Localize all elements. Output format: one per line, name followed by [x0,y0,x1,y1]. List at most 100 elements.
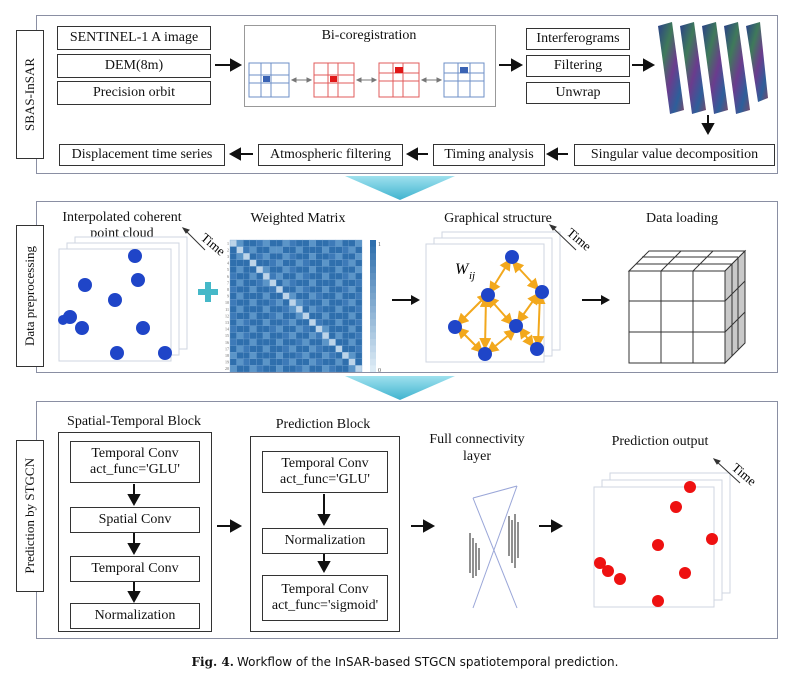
matrix-cell [256,292,264,300]
matrix-cell [243,358,250,366]
matrix-cell [335,246,343,254]
matrix-cell [348,286,356,293]
st-spatial-conv: Spatial Conv [70,507,200,533]
matrix-cell [295,299,303,307]
matrix-cell [262,319,270,326]
matrix-cell [229,345,237,353]
matrix-y-tick: 20 [225,366,229,371]
matrix-cell [342,279,349,287]
matrix-cell [342,272,349,280]
pointcloud-stack: Time [58,227,229,362]
bicoregistration-panel [244,25,496,107]
matrix-cell [328,358,336,366]
arrow-to-data-loading [582,295,610,305]
matrix-cell [269,272,277,280]
matrix-cell [249,358,257,366]
matrix-cell [269,259,277,267]
graph-node [505,250,519,264]
matrix-cell [328,352,336,359]
matrix-cell [269,338,277,346]
interferograms-box: Interferograms [526,28,630,50]
matrix-cell [328,305,336,313]
matrix-cell [249,338,257,346]
matrix-cell [315,319,323,326]
matrix-cell [289,292,297,300]
matrix-cell [302,345,310,353]
matrix-cell [243,239,250,247]
matrix-cell [335,345,343,353]
matrix-cell [289,279,297,287]
matrix-cell [322,338,330,346]
weighted-matrix-heatmap: 1011223344556677889910101111121213131414… [225,239,381,372]
matrix-cell [269,325,277,333]
matrix-cell [315,246,323,254]
matrix-cell [289,253,297,260]
matrix-cell [256,239,264,247]
matrix-cell [276,325,283,333]
matrix-cell [276,239,283,247]
matrix-cell [348,345,356,353]
matrix-cell [289,286,297,293]
matrix-cell [256,345,264,353]
matrix-cell [282,272,290,280]
matrix-cell [309,332,316,340]
matrix-cell [315,292,323,300]
matrix-cell [269,305,277,313]
bicoregistration-title: Bi-coregistration [321,28,417,43]
matrix-y-tick: 13 [225,320,229,325]
matrix-cell [328,292,336,300]
matrix-cell [236,319,244,326]
input-dem-box: DEM(8m) [57,54,211,78]
pointcloud-point [136,321,150,335]
matrix-cell [295,319,303,326]
matrix-cell [249,319,257,326]
matrix-cell [282,246,290,254]
matrix-cell [269,292,277,300]
colorbar-step [370,345,376,353]
matrix-cell [243,266,250,274]
matrix-cell [282,319,290,326]
matrix-cell [348,358,356,366]
matrix-cell [309,305,316,313]
matrix-cell [276,266,283,274]
matrix-cell [243,312,250,320]
matrix-cell [236,279,244,287]
matrix-cell [348,279,356,287]
matrix-cell [295,352,303,359]
matrix-cell [243,272,250,280]
matrix-cell [295,266,303,274]
matrix-cell [282,299,290,307]
matrix-cell [236,358,244,366]
matrix-cell [315,358,323,366]
graph-time-label: Time [564,225,590,254]
matrix-y-tick: 12 [225,313,229,318]
colorbar-step [370,332,376,340]
matrix-cell [309,319,316,326]
matrix-cell [348,246,356,254]
matrix-cell [249,299,257,307]
colorbar-step [370,306,376,314]
matrix-y-tick: 4 [227,261,229,266]
matrix-cell [243,338,250,346]
matrix-cell [348,266,356,274]
colorbar-top-label: 1 [378,242,381,248]
matrix-cell [355,299,363,307]
matrix-cell [236,292,244,300]
matrix-y-tick: 18 [225,353,229,358]
matrix-cell [302,292,310,300]
matrix-cell [249,305,257,313]
matrix-cell [282,279,290,287]
matrix-cell [282,253,290,260]
matrix-cell [342,253,349,260]
matrix-cell [328,312,336,320]
matrix-cell [335,352,343,359]
matrix-cell [262,239,270,247]
matrix-cell [315,365,323,372]
matrix-cell [342,332,349,340]
section1-arrows [215,58,715,161]
matrix-cell [355,253,363,260]
matrix-cell [302,358,310,366]
matrix-cell [295,259,303,267]
matrix-cell [276,246,283,254]
input-orbit-box: Precision orbit [57,81,211,105]
